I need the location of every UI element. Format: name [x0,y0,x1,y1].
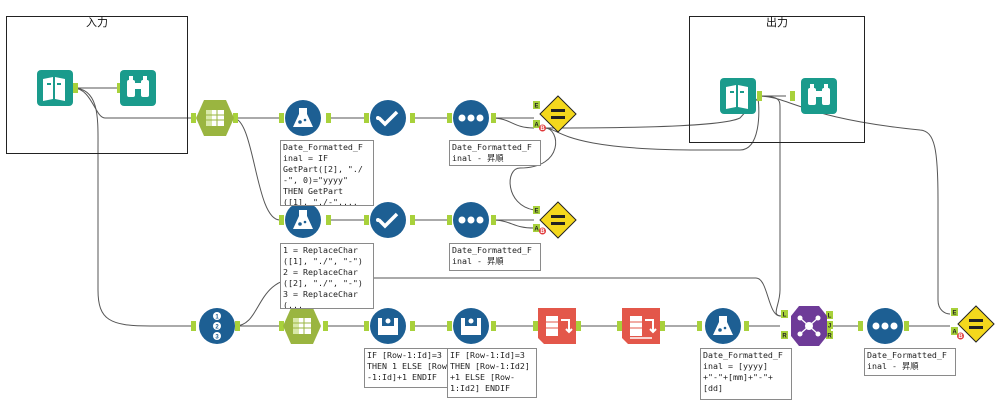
svg-text:3: 3 [215,335,219,341]
anchor-label-l: L [783,313,787,319]
multi-row-formula-tool-2[interactable] [453,308,489,344]
anchor-label-e-2: E [534,209,538,215]
multi-row-formula-tool-1[interactable] [370,308,406,344]
test-tool-1[interactable] [539,95,577,133]
formula-2-annotation: 1 = ReplaceChar ([1], "./", "-") 2 = Rep… [280,243,374,309]
formula-tool-3[interactable] [705,308,741,344]
anchor-label-a-1: A [534,123,539,129]
join-tool[interactable] [791,306,827,346]
formula-tool-2[interactable] [285,202,321,238]
input-container-title: 入力 [86,17,108,29]
anchor-label-a-3: A [952,330,957,336]
anchor-label-a-2: A [534,227,539,233]
output-input-data-tool[interactable] [720,78,756,114]
formula-1-annotation: Date_Formatted_F inal = IF GetPart([2], … [280,140,374,206]
input-data-tool[interactable] [37,70,73,106]
anchor-label-r-out: R [827,334,832,340]
anchor-label-j: J [828,324,831,330]
sort-tool-3[interactable] [867,308,903,344]
output-container[interactable]: 出力 [689,16,865,143]
text-to-columns-tool-2[interactable] [283,308,321,344]
multirow-2-annotation: IF [Row-1:Id]=3 THEN [Row-1:Id2] +1 ELSE… [447,348,537,398]
select-tool-1[interactable] [370,100,406,136]
record-id-tool[interactable]: 1 2 3 [199,308,235,344]
multirow-1-annotation: IF [Row-1:Id]=3 THEN 1 ELSE [Row -1:Id]+… [364,348,452,388]
connection-lines [72,87,951,327]
select-tool-2[interactable] [370,202,406,238]
anchor-label-r-in: R [782,334,787,340]
svg-text:1: 1 [215,315,219,321]
test-tool-2[interactable] [539,201,577,239]
transpose-tool[interactable] [538,308,576,344]
anchor-label-b-1: B [540,126,545,132]
crosstab-tool[interactable] [622,308,660,344]
output-container-title: 出力 [766,17,788,29]
formula-tool-1[interactable] [285,100,321,136]
anchor-label-b-3: B [958,334,963,340]
svg-text:2: 2 [215,325,219,331]
anchor-label-b-2: B [540,229,545,235]
lettered-anchors: E A B E A B E A B L R L J R [533,101,964,340]
sort-1-annotation: Date_Formatted_F inal - 昇順 [449,140,541,166]
output-browse-tool[interactable] [801,78,837,114]
test-tool-3[interactable] [957,305,995,343]
sort-tool-1[interactable] [453,100,489,136]
sort-2-annotation: Date_Formatted_F inal - 昇順 [449,243,541,271]
sort-tool-2[interactable] [453,202,489,238]
text-to-columns-tool-1[interactable] [196,100,234,136]
sort-3-annotation: Date_Formatted_F inal - 昇順 [864,348,956,376]
anchor-label-e-3: E [952,311,956,317]
anchor-label-e-1: E [534,104,538,110]
anchor-label-l-out: L [828,314,832,320]
formula-3-annotation: Date_Formatted_F inal = [yyyy] +"-"+[mm]… [700,348,792,400]
input-container[interactable]: 入力 [6,16,188,154]
browse-tool[interactable] [120,70,156,106]
